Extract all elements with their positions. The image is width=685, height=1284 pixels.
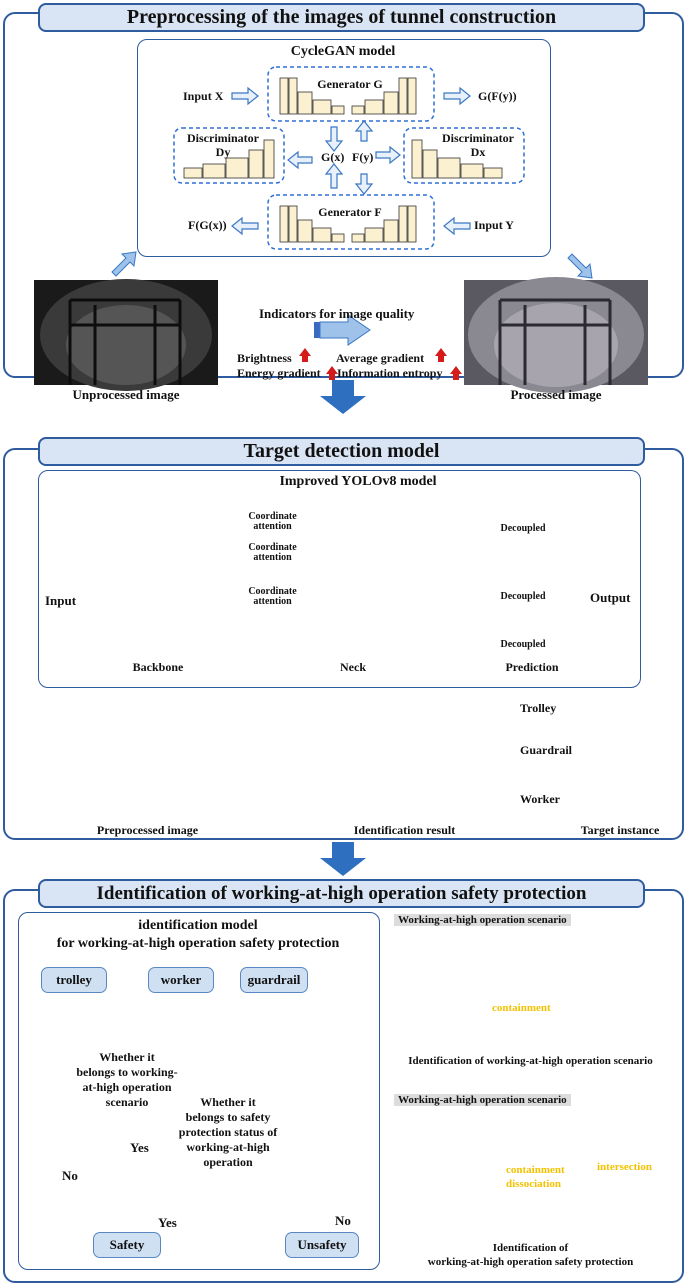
flow-box-safety: Safety xyxy=(93,1232,161,1258)
flow-box-trolley: trolley xyxy=(41,967,107,993)
diamond2-line2: belongs to safety xyxy=(185,1110,271,1124)
yolo-title: Improved YOLOv8 model xyxy=(279,474,437,489)
unprocessed-image xyxy=(34,280,218,385)
indicator-energy-gradient: Energy gradient xyxy=(237,366,321,380)
model-title-line1: identification model xyxy=(138,918,258,933)
no-label-1: No xyxy=(62,1168,78,1183)
indicator-brightness: Brightness xyxy=(237,351,292,365)
diamond2-line3: protection status of xyxy=(178,1125,278,1139)
input-label: Input xyxy=(45,593,77,608)
flow-box-unsafety: Unsafety xyxy=(285,1232,359,1258)
yes-label-1: Yes xyxy=(130,1140,149,1155)
coord-attention-1-l1: Coordinate xyxy=(248,511,297,522)
indicator-average-gradient: Average gradient xyxy=(336,351,425,365)
scenario-image-1 xyxy=(390,912,674,1054)
f-g-x-label: F(G(x)) xyxy=(188,218,227,232)
model-title-line2: for working-at-high operation safety pro… xyxy=(56,936,340,951)
discriminator-dx-line2: Dx xyxy=(470,145,486,159)
coord-attention-3-l1: Coordinate xyxy=(248,586,297,597)
worker-label: Worker xyxy=(520,792,560,806)
coord-attention-2-l2: attention xyxy=(253,552,292,563)
containment-label-1: containment xyxy=(492,1002,551,1014)
processed-image xyxy=(464,280,648,385)
diamond2-line1: Whether it xyxy=(200,1095,256,1109)
preprocessed-image xyxy=(34,711,261,825)
indicators-title: Indicators for image quality xyxy=(259,306,415,321)
containment-label-2: containment xyxy=(506,1164,565,1176)
unprocessed-image-caption: Unprocessed image xyxy=(72,387,180,402)
identification-result-image xyxy=(291,711,518,825)
guardrail-label: Guardrail xyxy=(520,743,573,757)
scenario-caption-2-line1: Identification of xyxy=(492,1242,569,1254)
discriminator-dy-line1: Discriminator xyxy=(187,131,259,145)
g-x-label: G(x) xyxy=(321,150,345,164)
scenario-label-2: Working-at-high operation scenario xyxy=(394,1094,571,1106)
output-label: Output xyxy=(590,590,631,605)
section2-banner: Target detection model xyxy=(38,437,645,466)
coord-attention-2-l1: Coordinate xyxy=(248,542,297,553)
backbone-label: Backbone xyxy=(132,660,184,674)
generator-g-label: Generator G xyxy=(317,77,383,91)
identification-result-caption: Identification result xyxy=(353,823,456,837)
diamond2-line4: working-at-high xyxy=(186,1140,270,1154)
generator-f-label: Generator F xyxy=(318,205,382,219)
decoupled-2: Decoupled xyxy=(500,591,546,602)
yolo-panel xyxy=(38,470,641,688)
prediction-label: Prediction xyxy=(505,660,559,674)
preprocessed-image-caption: Preprocessed image xyxy=(96,823,199,837)
diamond1-line4: scenario xyxy=(105,1095,149,1109)
diamond1-line3: at-high operation xyxy=(82,1080,172,1094)
input-y-label: Input Y xyxy=(474,218,514,232)
section1-banner: Preprocessing of the images of tunnel co… xyxy=(38,3,645,32)
discriminator-dy-line2: Dy xyxy=(215,145,231,159)
no-label-2: No xyxy=(335,1213,351,1228)
neck-label: Neck xyxy=(340,660,366,674)
diamond2-line5: operation xyxy=(203,1155,253,1169)
indicator-information-entropy: Information entropy xyxy=(337,366,443,380)
processed-image-caption: Processed image xyxy=(510,387,602,402)
scenario-label-1: Working-at-high operation scenario xyxy=(394,914,571,926)
g-f-y-label: G(F(y)) xyxy=(478,89,517,103)
diamond1-line2: belongs to working- xyxy=(76,1065,178,1079)
decoupled-1: Decoupled xyxy=(500,523,546,534)
flow-box-worker: worker xyxy=(148,967,214,993)
yes-label-2: Yes xyxy=(158,1215,177,1230)
intersection-label: intersection xyxy=(597,1161,652,1173)
dissociation-label: dissociation xyxy=(506,1178,562,1190)
coord-attention-1-l2: attention xyxy=(253,521,292,532)
section3-banner: Identification of working-at-high operat… xyxy=(38,879,645,908)
input-x-label: Input X xyxy=(183,89,224,103)
cyclegan-title: CycleGAN model xyxy=(290,44,396,59)
scenario-caption-2-line2: working-at-high operation safety protect… xyxy=(427,1256,634,1268)
diamond1-line1: Whether it xyxy=(99,1050,155,1064)
decoupled-3: Decoupled xyxy=(500,639,546,650)
scenario-caption-1: Identification of working-at-high operat… xyxy=(408,1055,653,1067)
f-y-label: F(y) xyxy=(352,150,374,164)
cyclegan-panel xyxy=(137,39,551,257)
target-instance-caption: Target instance xyxy=(580,823,660,837)
coord-attention-3-l2: attention xyxy=(253,596,292,607)
flow-box-guardrail: guardrail xyxy=(240,967,308,993)
trolley-label: Trolley xyxy=(520,701,557,715)
discriminator-dx-line1: Discriminator xyxy=(442,131,514,145)
